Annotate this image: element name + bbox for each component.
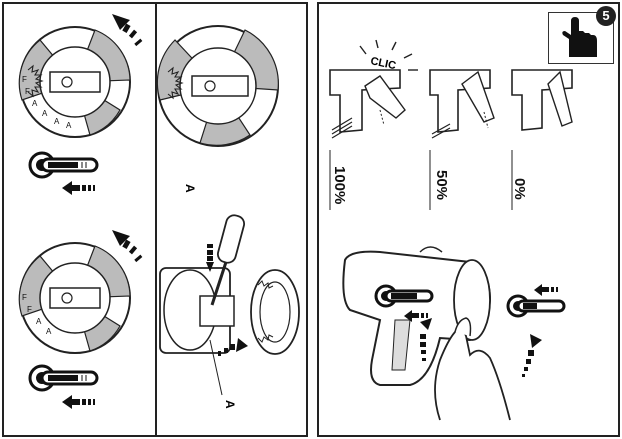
thermometer-icon — [506, 294, 566, 318]
hand-pointer-icon — [562, 17, 597, 57]
thermometer-icon — [28, 151, 99, 179]
thermometer-icon — [374, 284, 434, 308]
thermometer-icon — [28, 364, 99, 392]
screwdriver-icon — [210, 214, 246, 306]
arrow-icon — [62, 395, 95, 409]
arrow-icon — [534, 284, 558, 296]
lever-position-0 — [511, 69, 573, 131]
rotate-arrow-icon — [522, 334, 542, 377]
screwdriver-assembly — [159, 267, 300, 355]
rotate-arrow-icon — [112, 14, 143, 47]
arrow-icon — [404, 310, 428, 322]
position-label-100: 100% — [331, 166, 348, 205]
position-label-50: 50% — [433, 170, 450, 201]
svg-text:A: A — [36, 317, 42, 326]
lever-position-100 — [329, 69, 406, 139]
step-number-badge: 5 — [596, 6, 616, 26]
hand-illustration — [434, 317, 511, 421]
dial-bottom-left: F F A A — [18, 242, 131, 354]
arrow-icon — [62, 181, 95, 195]
rotate-arrow-icon — [112, 230, 143, 263]
label-a-bottom: A — [223, 400, 237, 409]
rotate-arrow-icon — [420, 318, 432, 361]
clic-label: CLIC — [369, 55, 397, 72]
svg-text:F: F — [22, 293, 27, 302]
svg-text:F: F — [27, 305, 32, 314]
clic-burst — [359, 39, 418, 71]
svg-text:A: A — [46, 327, 52, 336]
svg-text:A: A — [42, 109, 48, 118]
svg-text:A: A — [66, 121, 72, 130]
dial-top-middle — [156, 25, 279, 147]
svg-text:A: A — [32, 99, 38, 108]
dial-top-left: F F A A A A — [18, 26, 131, 138]
position-label-0: 0% — [511, 178, 528, 200]
svg-text:A: A — [54, 117, 60, 126]
label-a-top: A — [183, 184, 197, 193]
lever-position-50 — [429, 69, 495, 139]
panel-divider — [155, 4, 157, 435]
arrow-icon — [206, 244, 214, 272]
svg-text:F: F — [25, 87, 30, 96]
svg-text:F: F — [22, 75, 27, 84]
rotate-arrow-icon — [218, 338, 248, 356]
